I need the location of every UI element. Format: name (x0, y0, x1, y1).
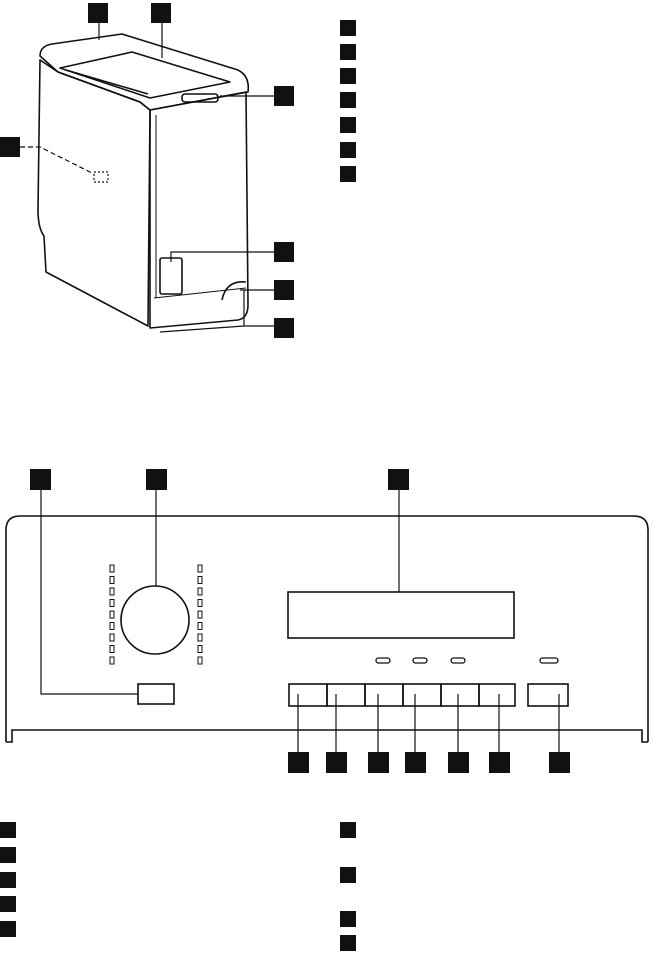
callout-feet-pair (274, 318, 294, 338)
machine-front-panel (150, 92, 248, 328)
panel-legend-right-4 (340, 935, 356, 951)
rating-plate-shape (94, 172, 108, 182)
button-shape-5 (441, 684, 479, 706)
machine-illustration (38, 34, 248, 328)
legend-marker-4 (340, 92, 356, 108)
programme-mark-right-8 (198, 646, 202, 653)
legend-marker-5 (340, 117, 356, 133)
programme-mark-right-7 (198, 634, 202, 641)
led-3 (451, 658, 465, 663)
foot-arc (222, 282, 246, 300)
programme-mark-left-2 (110, 577, 114, 584)
panel-legend-left-3 (0, 872, 16, 888)
callout-display (388, 469, 409, 490)
led-1 (376, 658, 390, 663)
button-shape-2 (327, 684, 365, 706)
programme-mark-left-3 (110, 588, 114, 595)
programme-dial-shape (121, 586, 189, 654)
panel-legend-left-4 (0, 896, 16, 912)
panel-legend-right-2 (340, 867, 356, 883)
service-flap-shape (160, 258, 182, 294)
selector-window-shape (138, 684, 174, 704)
button-shape-3 (365, 684, 403, 706)
panel-bottom-callouts (288, 752, 570, 773)
panel-legend-left-2 (0, 847, 16, 863)
callout-service-flap (274, 242, 294, 262)
callout-button-4 (405, 752, 426, 773)
panel-leader-lines (41, 489, 559, 752)
legend-marker-3 (340, 68, 356, 84)
legend-marker-2 (340, 44, 356, 60)
callout-button-2 (326, 752, 347, 773)
button-shape-start (528, 684, 568, 706)
callout-button-5 (448, 752, 469, 773)
panel-outline (6, 516, 648, 742)
indicator-leds (376, 658, 558, 663)
programme-mark-left-7 (110, 634, 114, 641)
programme-mark-right-1 (198, 565, 202, 572)
button-shape-1 (289, 684, 327, 706)
panel-legend-left-1 (0, 822, 16, 838)
led-start (540, 658, 558, 663)
callout-machine-lid (88, 3, 108, 23)
callout-lid-handle (274, 86, 294, 106)
button-shape-6 (479, 684, 515, 706)
machine-callouts (0, 3, 294, 338)
panel-top-callouts (30, 469, 409, 490)
legend-marker-6 (340, 142, 356, 158)
programme-mark-right-4 (198, 600, 202, 607)
button-shape-4 (403, 684, 441, 706)
panel-legend-right-3 (340, 911, 356, 927)
programme-mark-right-3 (198, 588, 202, 595)
programme-mark-right-2 (198, 577, 202, 584)
callout-lid-top (151, 3, 171, 23)
programme-mark-left-8 (110, 646, 114, 653)
callout-adjustable-feet (274, 280, 294, 300)
callout-programme-selector (30, 469, 51, 490)
machine-legend (340, 20, 356, 182)
led-2 (413, 658, 427, 663)
callout-start-pause-button (549, 752, 570, 773)
programme-mark-right-9 (198, 657, 202, 664)
panel-legend-left-5 (0, 921, 16, 937)
programme-mark-right-6 (198, 623, 202, 630)
programme-mark-left-1 (110, 565, 114, 572)
programme-mark-left-6 (110, 623, 114, 630)
callout-button-3 (368, 752, 389, 773)
programme-mark-left-5 (110, 611, 114, 618)
legend-marker-1 (340, 20, 356, 36)
programme-mark-right-5 (198, 611, 202, 618)
panel-legend (0, 822, 356, 951)
callout-rating-plate (0, 137, 20, 157)
display-shape (288, 592, 514, 638)
machine-leader-lines (20, 20, 274, 332)
programme-mark-left-9 (110, 657, 114, 664)
plinth-seam (154, 288, 246, 298)
control-panel (6, 516, 648, 742)
panel-legend-right-1 (340, 822, 356, 838)
callout-button-1 (288, 752, 309, 773)
programme-mark-left-4 (110, 600, 114, 607)
callout-button-6 (489, 752, 510, 773)
callout-programme-dial (146, 469, 167, 490)
legend-marker-7 (340, 166, 356, 182)
